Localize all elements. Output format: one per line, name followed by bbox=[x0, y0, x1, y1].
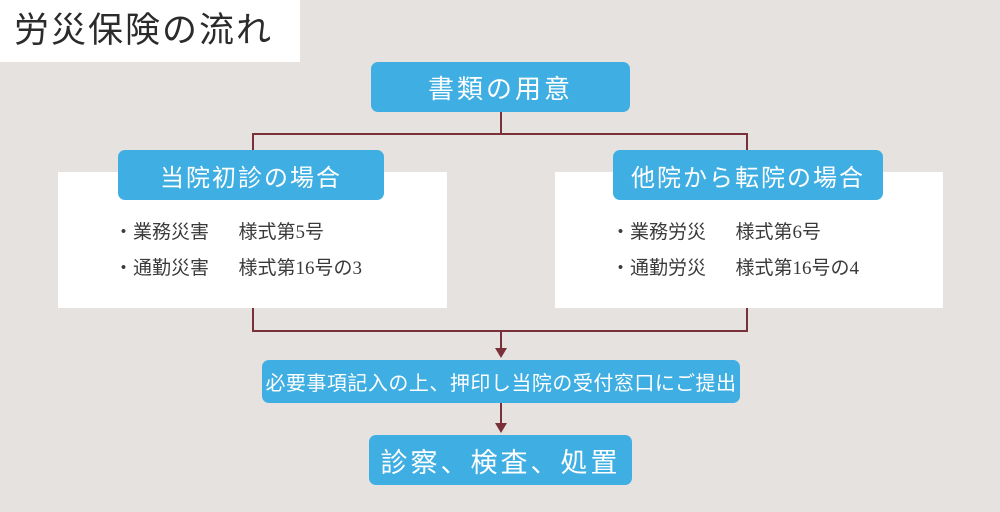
page-title: 労災保険の流れ bbox=[14, 11, 274, 50]
list-item-label: ・通勤災害 bbox=[114, 258, 210, 279]
branch-right-list: ・業務労災 様式第6号 ・通勤労災 様式第16号の4 bbox=[611, 215, 859, 287]
list-item-label: ・業務災害 bbox=[114, 222, 210, 243]
step-prepare-documents: 書類の用意 bbox=[371, 62, 630, 112]
branch-header-transfer: 他院から転院の場合 bbox=[613, 150, 883, 200]
connector-right-drop bbox=[746, 133, 748, 161]
list-item: ・通勤労災 様式第16号の4 bbox=[611, 251, 859, 287]
list-item-label: ・通勤労災 bbox=[611, 258, 707, 279]
list-item-label: ・業務労災 bbox=[611, 222, 707, 243]
connector-final-drop bbox=[500, 403, 502, 425]
list-item-form: 様式第5号 bbox=[238, 222, 325, 243]
connector-trunk bbox=[500, 112, 502, 134]
branch-header-first-visit: 当院初診の場合 bbox=[118, 150, 384, 200]
connector-left-up bbox=[252, 308, 254, 332]
arrow-down-icon-middle bbox=[495, 348, 507, 358]
list-item: ・業務災害 様式第5号 bbox=[114, 215, 362, 251]
connector-left-drop bbox=[252, 133, 254, 161]
list-item-form: 様式第16号の4 bbox=[735, 258, 860, 279]
title-band bbox=[0, 0, 300, 62]
list-item-form: 様式第16号の3 bbox=[238, 258, 363, 279]
step-submit-documents: 必要事項記入の上、押印し当院の受付窓口にご提出 bbox=[262, 360, 740, 403]
list-item: ・業務労災 様式第6号 bbox=[611, 215, 859, 251]
list-item-form: 様式第6号 bbox=[735, 222, 822, 243]
connector-middle-drop bbox=[500, 330, 502, 352]
connector-right-up bbox=[746, 308, 748, 332]
connector-split bbox=[252, 133, 748, 135]
step-examination: 診察、検査、処置 bbox=[369, 435, 632, 485]
list-item: ・通勤災害 様式第16号の3 bbox=[114, 251, 362, 287]
branch-left-list: ・業務災害 様式第5号 ・通勤災害 様式第16号の3 bbox=[114, 215, 362, 287]
arrow-down-icon-final bbox=[495, 423, 507, 433]
